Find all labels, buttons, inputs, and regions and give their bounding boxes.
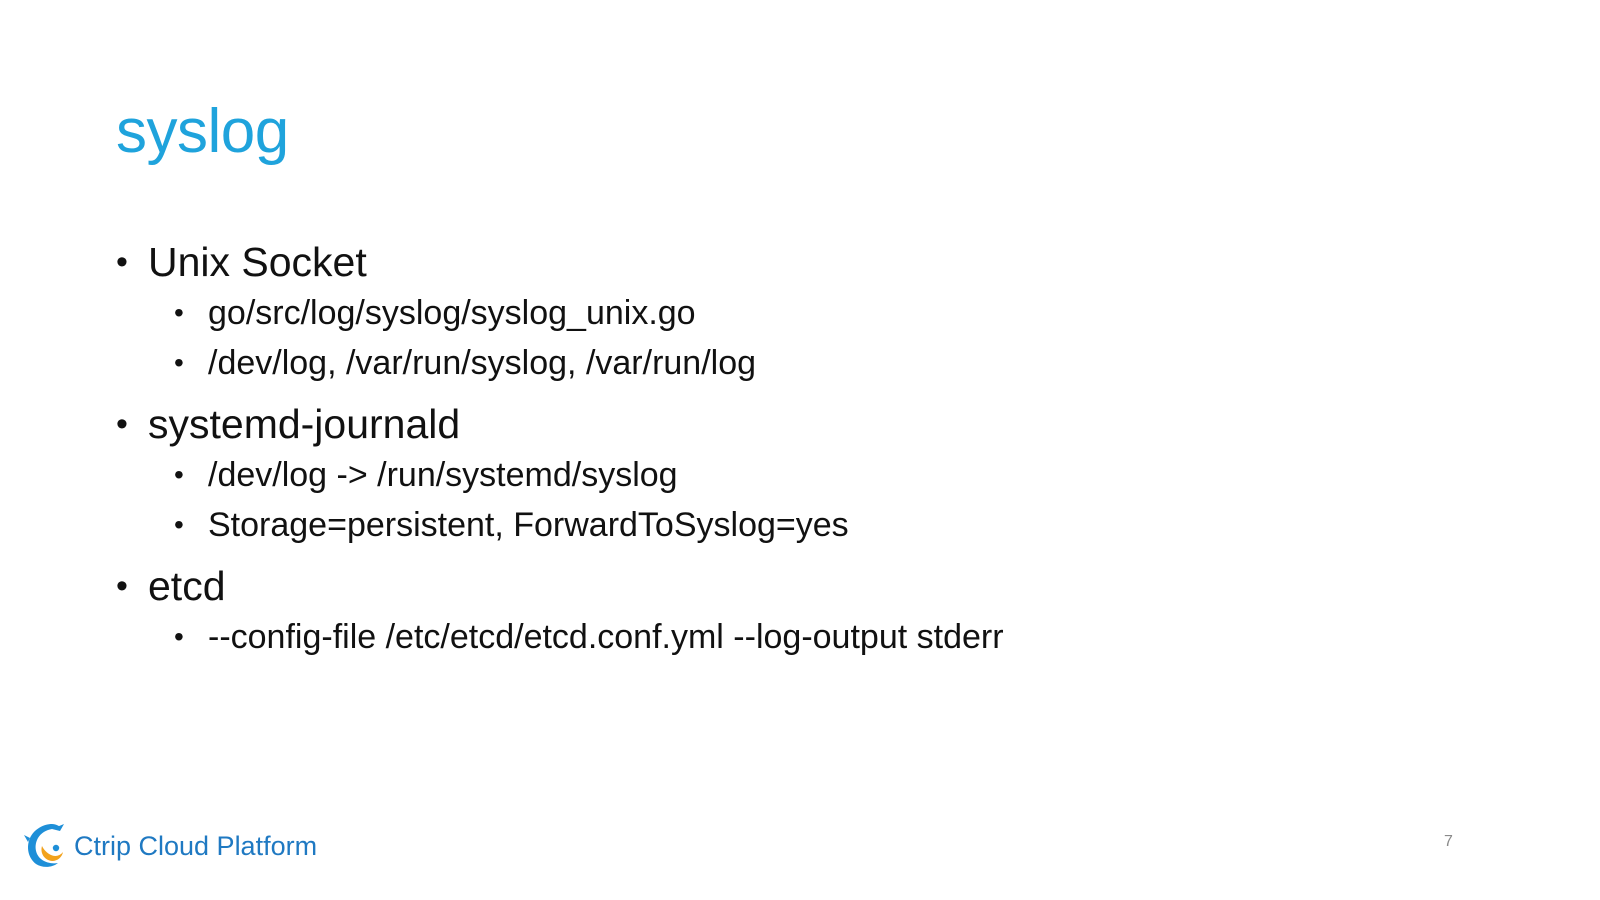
bullet-item-systemd-journald: • systemd-journald: [116, 398, 1416, 450]
bullet-item-etcd: • etcd: [116, 560, 1416, 612]
bullet-icon: •: [174, 621, 184, 652]
bullet-icon: •: [174, 347, 184, 378]
sub-bullet-text: go/src/log/syslog/syslog_unix.go: [208, 294, 696, 332]
bullet-item-unix-socket: • Unix Socket: [116, 236, 1416, 288]
sub-bullet-item: • /dev/log, /var/run/syslog, /var/run/lo…: [116, 338, 1416, 388]
sub-bullet-item: • /dev/log -> /run/systemd/syslog: [116, 450, 1416, 500]
page-number: 7: [1444, 833, 1453, 850]
sub-bullet-text: /dev/log, /var/run/syslog, /var/run/log: [208, 344, 757, 382]
bullet-text: systemd-journald: [148, 401, 461, 447]
bullet-icon: •: [174, 459, 184, 490]
bullet-text: Unix Socket: [148, 239, 367, 285]
sub-bullet-item: • Storage=persistent, ForwardToSyslog=ye…: [116, 500, 1416, 550]
dolphin-logo-icon: [24, 824, 64, 867]
bullet-list: • Unix Socket • go/src/log/syslog/syslog…: [116, 236, 1416, 662]
bullet-icon: •: [116, 405, 128, 443]
sub-bullet-item: • --config-file /etc/etcd/etcd.conf.yml …: [116, 612, 1416, 662]
bullet-icon: •: [116, 243, 128, 281]
sub-bullet-text: Storage=persistent, ForwardToSyslog=yes: [208, 506, 849, 544]
bullet-icon: •: [116, 567, 128, 605]
bullet-icon: •: [174, 509, 184, 540]
bullet-text: etcd: [148, 563, 226, 609]
slide-title: syslog: [116, 97, 289, 166]
bullet-icon: •: [174, 297, 184, 328]
sub-bullet-item: • go/src/log/syslog/syslog_unix.go: [116, 288, 1416, 338]
footer-brand: Ctrip Cloud Platform: [74, 831, 318, 861]
sub-bullet-text: /dev/log -> /run/systemd/syslog: [208, 456, 678, 494]
sub-bullet-text: --config-file /etc/etcd/etcd.conf.yml --…: [208, 618, 1004, 656]
